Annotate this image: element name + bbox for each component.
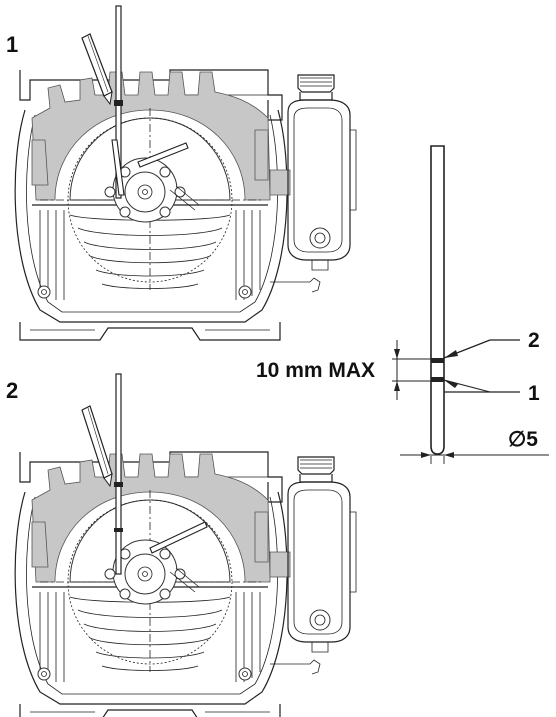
figure-2: 2 [6,373,357,717]
inner-rod-2 [149,521,208,554]
gauge-rod-2 [114,373,123,575]
step-2-label: 2 [6,378,18,403]
step-1-label: 1 [6,32,18,57]
probe-1 [81,33,113,106]
gap-dimension-label: 10 mm MAX [256,359,375,382]
probe-2 [81,405,113,488]
diameter-dimension [400,452,549,464]
callout-1-label: 1 [528,382,540,405]
detail-rod [430,145,445,455]
gauge-rod-1 [114,5,123,199]
callout-2-leader [443,339,520,359]
callout-1-leader [443,379,520,393]
gauge-rod-detail: 2 1 10 mm MAX ∅5 [256,145,549,464]
assembly-drawing-2 [14,451,357,717]
gap-dimension [392,340,431,400]
mark-band-top [431,358,444,363]
callout-2-label: 2 [528,329,540,352]
mark-band-bottom [431,377,444,382]
inner-rod-1 [111,139,189,196]
figure-1: 1 [6,5,357,341]
assembly-drawing-1 [14,69,357,341]
diameter-label: ∅5 [508,428,538,451]
